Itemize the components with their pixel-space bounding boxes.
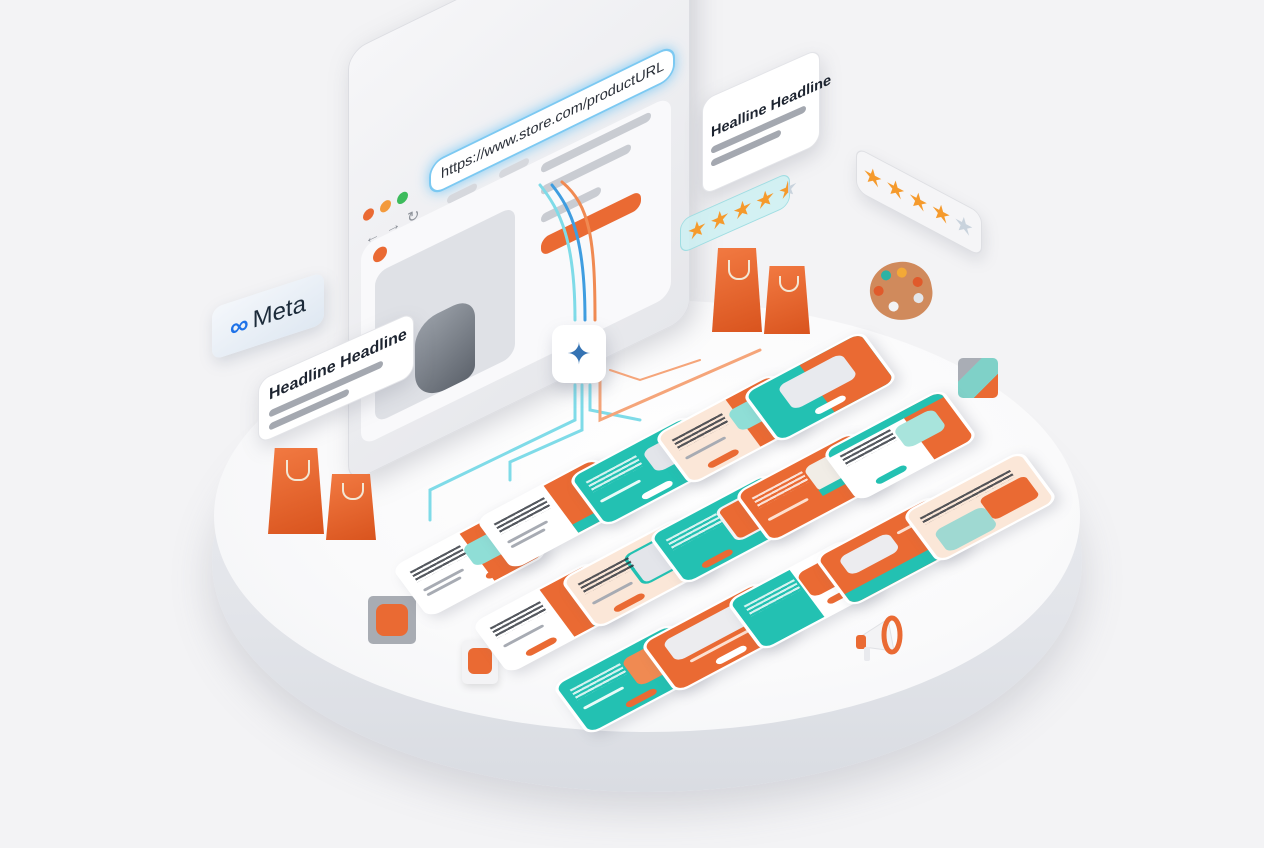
cube-icon [368, 596, 416, 644]
cube-icon [958, 358, 998, 398]
megaphone-icon [856, 615, 903, 661]
shopping-bag-icon [268, 448, 324, 534]
shopping-bag-icon [764, 266, 810, 334]
shopping-bag-icon [326, 474, 376, 540]
ai-sparkle-node[interactable]: ✦ [552, 325, 606, 383]
sparkle-icon: ✦ [566, 337, 592, 371]
shopping-bag-icon [712, 248, 762, 332]
